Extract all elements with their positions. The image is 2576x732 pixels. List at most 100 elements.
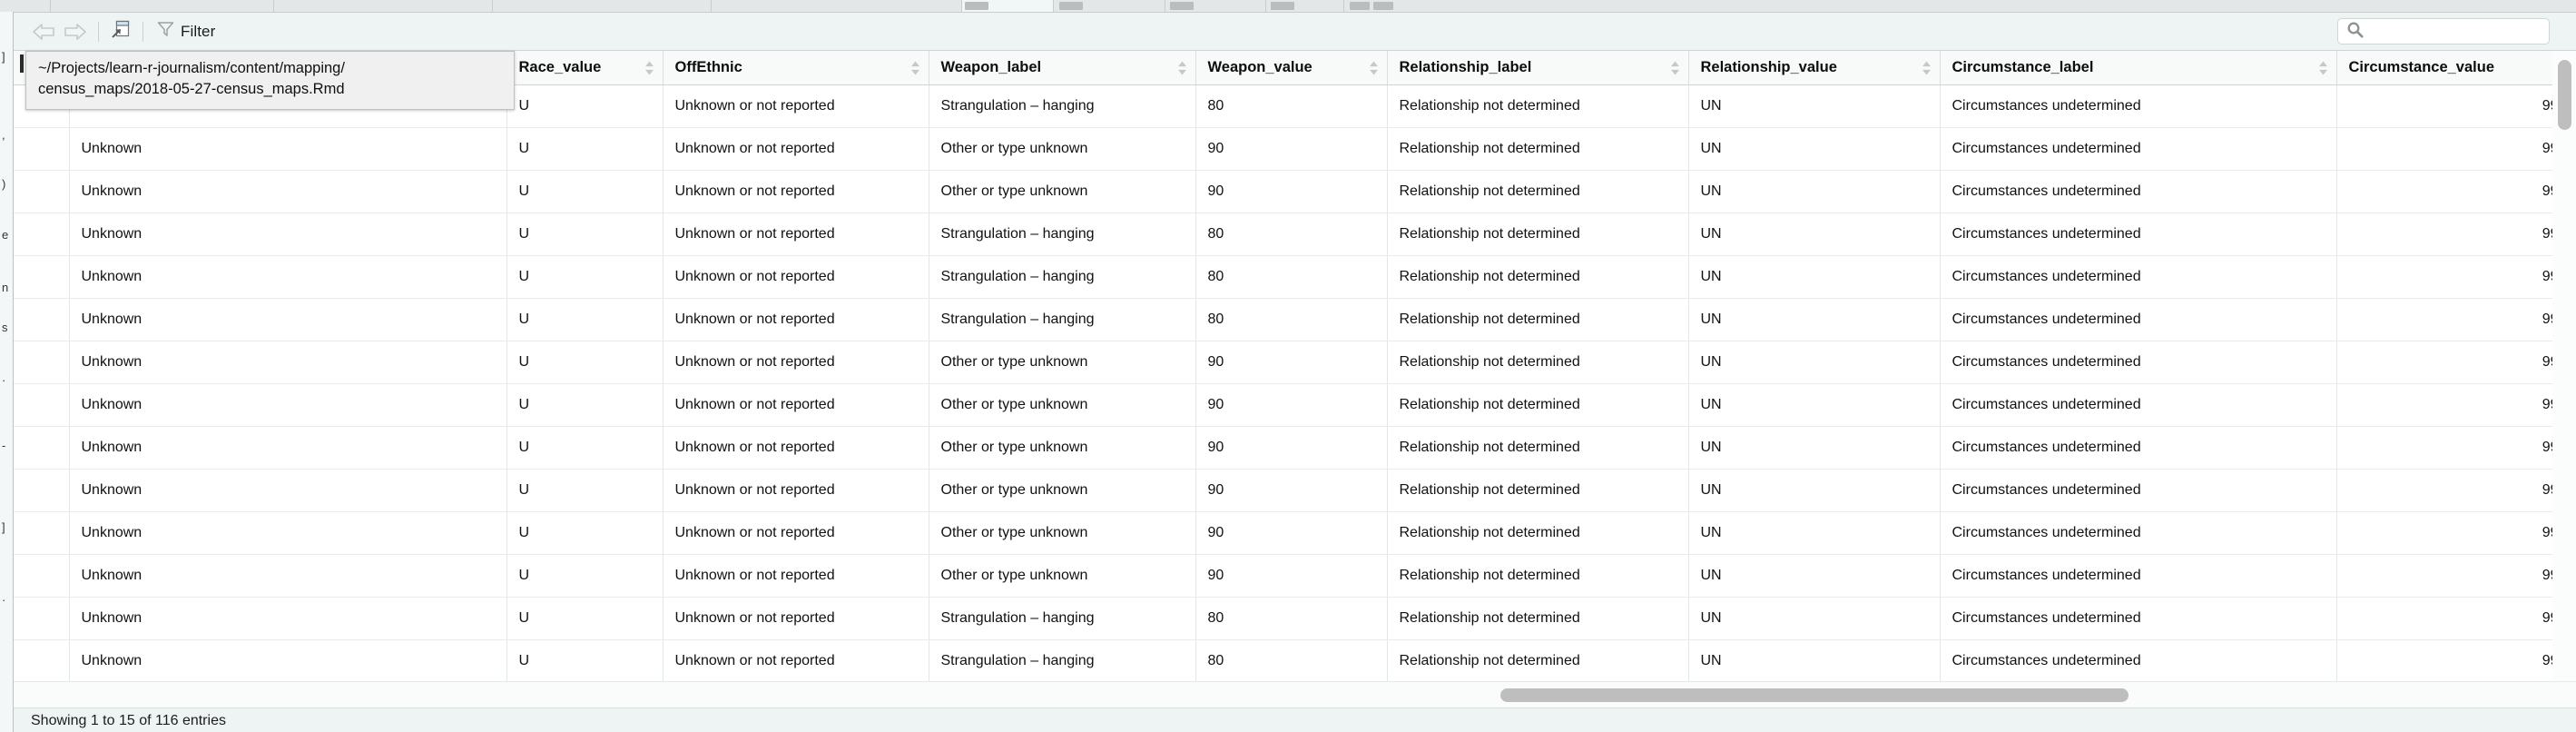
cell-off_ethnic: Unknown or not reported	[663, 213, 929, 256]
column-header-circumstance_label[interactable]: Circumstance_label	[1940, 51, 2337, 85]
cell-circumstance_label: Circumstances undetermined	[1940, 383, 2337, 427]
cell-race_label: Unknown	[69, 170, 507, 213]
horizontal-scrollbar-thumb[interactable]	[1500, 688, 2129, 702]
cell-race_label: Unknown	[69, 469, 507, 512]
pane-close-button[interactable]	[1271, 2, 1294, 10]
cell-race_label: Unknown	[69, 597, 507, 640]
cell-relationship_value: UN	[1688, 255, 1941, 299]
tab-strip-segment[interactable]	[51, 0, 274, 12]
sliver-glyph: -	[2, 439, 6, 452]
cell-weapon_label: Other or type unknown	[929, 426, 1196, 470]
filter-button[interactable]: Filter	[152, 13, 221, 50]
cell-circumstance_value: 99	[2336, 298, 2576, 341]
search-box[interactable]	[2337, 18, 2550, 45]
cell-weapon_value: 80	[1195, 597, 1388, 640]
column-header-weapon_label[interactable]: Weapon_label	[929, 51, 1196, 85]
tab-strip-segment[interactable]	[1344, 0, 2576, 12]
cell-off_ethnic: Unknown or not reported	[663, 298, 929, 341]
show-in-new-window-icon	[111, 19, 131, 44]
cell-weapon_value: 90	[1195, 170, 1388, 213]
column-header-relationship_label[interactable]: Relationship_label	[1387, 51, 1689, 85]
column-header-race_value[interactable]: Race_value	[506, 51, 664, 85]
tab-strip-segment[interactable]	[493, 0, 712, 12]
cell-relationship_label: Relationship not determined	[1387, 469, 1689, 512]
column-header-relationship_value[interactable]: Relationship_value	[1688, 51, 1941, 85]
sliver-glyph: )	[2, 177, 6, 191]
cell-relationship_label: Relationship not determined	[1387, 341, 1689, 384]
cell-race_value: U	[506, 84, 664, 128]
tab-strip-segment[interactable]	[1266, 0, 1344, 12]
cell-circumstance_value: 99	[2336, 554, 2576, 598]
cell-relationship_value: UN	[1688, 511, 1941, 555]
cell-weapon_label: Other or type unknown	[929, 469, 1196, 512]
cell-off_ethnic: Unknown or not reported	[663, 554, 929, 598]
cell-race_value: U	[506, 383, 664, 427]
forward-button[interactable]	[59, 13, 90, 50]
cell-relationship_label: Relationship not determined	[1387, 255, 1689, 299]
column-header-label: OffEthnic	[674, 59, 742, 75]
toolbar-divider	[98, 21, 99, 42]
column-header-label: Circumstance_value	[2348, 59, 2495, 75]
vertical-scrollbar[interactable]	[2552, 51, 2576, 681]
show-in-new-window-button[interactable]	[107, 13, 134, 50]
cell-weapon_value: 80	[1195, 639, 1388, 681]
horizontal-scrollbar[interactable]	[14, 681, 2576, 708]
column-header-circumstance_value[interactable]: Circumstance_value	[2336, 51, 2576, 85]
cell-circumstance_label: Circumstances undetermined	[1940, 426, 2337, 470]
column-header-off_ethnic[interactable]: OffEthnic	[663, 51, 929, 85]
cell-circumstance_value: 99	[2336, 170, 2576, 213]
pane-extra-button[interactable]	[1350, 2, 1370, 10]
cell-race_label: Unknown	[69, 298, 507, 341]
cell-weapon_label: Other or type unknown	[929, 383, 1196, 427]
cell-relationship_label: Relationship not determined	[1387, 426, 1689, 470]
cell-circumstance_label: Circumstances undetermined	[1940, 170, 2337, 213]
cell-relationship_value: UN	[1688, 469, 1941, 512]
cell-race_label: Unknown	[69, 383, 507, 427]
sliver-glyph: ·	[2, 373, 6, 387]
cell-circumstance_label: Circumstances undetermined	[1940, 84, 2337, 128]
cell-idx	[14, 426, 70, 470]
cell-circumstance_value: 99	[2336, 84, 2576, 128]
cell-weapon_label: Other or type unknown	[929, 511, 1196, 555]
tab-strip-segment[interactable]	[0, 0, 51, 12]
status-bar: Showing 1 to 15 of 116 entries	[14, 707, 2576, 732]
cell-weapon_label: Other or type unknown	[929, 170, 1196, 213]
vertical-scrollbar-thumb[interactable]	[2558, 60, 2571, 130]
cell-off_ethnic: Unknown or not reported	[663, 597, 929, 640]
pane-restore-button[interactable]	[1170, 2, 1194, 10]
search-input[interactable]	[2368, 24, 2522, 39]
tab-strip-segment[interactable]	[1054, 0, 1165, 12]
back-button[interactable]	[28, 13, 59, 50]
pane-minimize-button[interactable]	[965, 2, 988, 10]
tab-strip-segment[interactable]	[712, 0, 962, 12]
pane-extra-button[interactable]	[1373, 2, 1393, 10]
tab-strip-segment[interactable]	[274, 0, 493, 12]
cell-circumstance_value: 99	[2336, 213, 2576, 256]
cell-relationship_value: UN	[1688, 127, 1941, 171]
pane-maximize-button[interactable]	[1059, 2, 1083, 10]
column-header-weapon_value[interactable]: Weapon_value	[1195, 51, 1388, 85]
file-path-tooltip: ~/Projects/learn-r-journalism/content/ma…	[25, 51, 515, 110]
tab-strip-segment[interactable]	[1165, 0, 1266, 12]
sliver-glyph: ]	[2, 520, 5, 534]
cell-race_label: Unknown	[69, 511, 507, 555]
cell-circumstance_value: 99	[2336, 383, 2576, 427]
cell-idx	[14, 298, 70, 341]
cell-idx	[14, 170, 70, 213]
